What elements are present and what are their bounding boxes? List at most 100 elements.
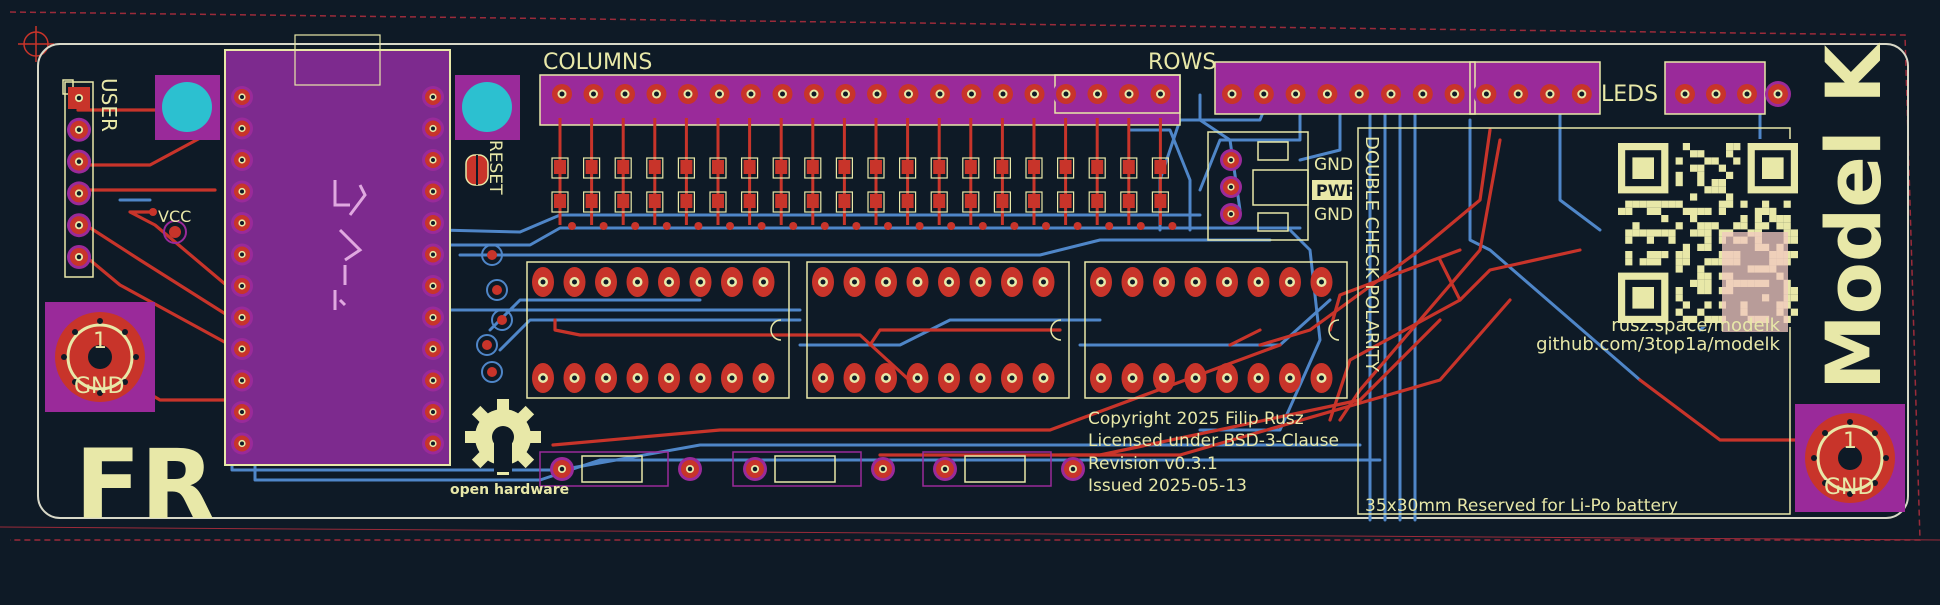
column-pin <box>580 81 607 107</box>
diode-pad <box>1154 160 1167 174</box>
power-connector: GND PWR GND <box>1207 131 1358 241</box>
column-pin <box>738 81 764 107</box>
qr-module <box>1790 251 1798 259</box>
gnd-pad-right: 1 GND <box>1795 404 1905 512</box>
diode-via <box>884 222 892 230</box>
fr-logo: FR <box>75 429 215 541</box>
diode-outline <box>835 157 854 179</box>
qr-finder-core <box>1762 157 1784 179</box>
qr-module <box>1675 265 1683 273</box>
qr-module <box>1697 243 1705 251</box>
qr-module <box>1668 229 1676 237</box>
mcu-pin-right <box>422 338 444 360</box>
qr-module <box>1704 301 1712 309</box>
qr-module <box>1718 164 1726 172</box>
ic-pin <box>626 267 649 297</box>
columns-header: COLUMNS <box>539 50 1181 126</box>
qr-module <box>1783 200 1791 208</box>
resistor-pad <box>933 457 957 481</box>
diode-outline <box>1025 157 1043 179</box>
mcu-pin-left <box>231 117 253 140</box>
qr-module <box>1718 207 1726 215</box>
ic-sockets <box>526 261 1348 399</box>
mcu-pin-left <box>231 338 253 360</box>
diode-pad <box>775 194 788 208</box>
diode-pad <box>775 160 788 174</box>
via-ring <box>491 309 513 331</box>
qr-module <box>1682 315 1690 323</box>
oshw-logo: open hardware <box>450 399 569 498</box>
ic-pin <box>969 267 992 297</box>
ic-pin <box>1090 363 1112 393</box>
diode-outline <box>1056 157 1075 179</box>
qr-module <box>1704 287 1712 295</box>
qr-module <box>1690 150 1698 158</box>
led-pin <box>1734 81 1760 107</box>
row-pin <box>1409 81 1436 107</box>
row-pin <box>1537 81 1563 107</box>
diode-via <box>1010 222 1019 230</box>
via <box>487 250 497 260</box>
qr-module <box>1668 236 1676 244</box>
led-pin <box>1765 81 1791 107</box>
diode-outline <box>1056 191 1075 213</box>
qr-module <box>1762 207 1770 215</box>
copyright-block: Copyright 2025 Filip Rusz Licensed under… <box>1088 409 1339 496</box>
diode-via <box>726 222 734 230</box>
revision-text: Revision v0.3.1 <box>1088 454 1218 474</box>
qr-module <box>1740 215 1748 223</box>
qr-module <box>1668 200 1676 208</box>
qr-module <box>1661 200 1669 208</box>
qr-module <box>1697 287 1705 295</box>
diode-outline <box>772 157 790 179</box>
gnd-pad-left: 1 GND <box>45 302 155 412</box>
qr-module <box>1718 179 1726 187</box>
ic-socket-outline <box>1084 261 1348 399</box>
qr-module <box>1790 287 1798 295</box>
user-pin <box>67 245 91 269</box>
columns-label: COLUMNS <box>543 50 652 75</box>
qr-module <box>1776 215 1784 223</box>
diode-pad <box>743 160 756 174</box>
ic-pin <box>1153 267 1175 297</box>
ic-pin <box>752 267 775 297</box>
ic-notch <box>770 319 782 341</box>
resistors <box>539 451 1085 487</box>
qr-module <box>1639 258 1647 266</box>
ic-pin <box>1001 363 1023 393</box>
vcc-testpoint: VCC <box>149 207 191 244</box>
qr-module <box>1625 229 1633 237</box>
qr-module <box>1690 215 1698 223</box>
diode-pad <box>617 194 630 208</box>
qr-module <box>1646 207 1654 215</box>
led-pin <box>1672 81 1698 107</box>
column-pin <box>895 81 922 107</box>
diode-pad <box>806 194 819 208</box>
diode-via <box>694 222 703 230</box>
qr-module <box>1769 215 1777 223</box>
qr-module <box>1690 279 1698 287</box>
qr-module <box>1675 308 1683 316</box>
row-pin <box>1568 81 1595 107</box>
diode-pad <box>838 160 851 174</box>
qr-module <box>1733 143 1741 151</box>
reset-label: RESET <box>485 140 505 195</box>
qr-module <box>1697 229 1705 237</box>
ic-notch <box>1050 319 1062 341</box>
qr-module <box>1754 215 1762 223</box>
qr-module <box>1697 150 1705 158</box>
copyright-text: Copyright 2025 Filip Rusz <box>1088 409 1304 429</box>
column-pin <box>643 81 670 107</box>
resistor-footprint <box>732 451 862 487</box>
qr-module <box>1790 294 1798 302</box>
qr-module <box>1762 200 1770 208</box>
reset-button: RESET <box>465 140 505 195</box>
issued-text: Issued 2025-05-13 <box>1088 476 1247 496</box>
qr-module <box>1682 258 1690 266</box>
ic-pin <box>532 267 554 297</box>
qr-module <box>1646 258 1654 266</box>
ic-pin <box>843 363 866 393</box>
qr-module <box>1790 236 1798 244</box>
diode-pad <box>1028 194 1040 208</box>
qr-module <box>1697 279 1705 287</box>
